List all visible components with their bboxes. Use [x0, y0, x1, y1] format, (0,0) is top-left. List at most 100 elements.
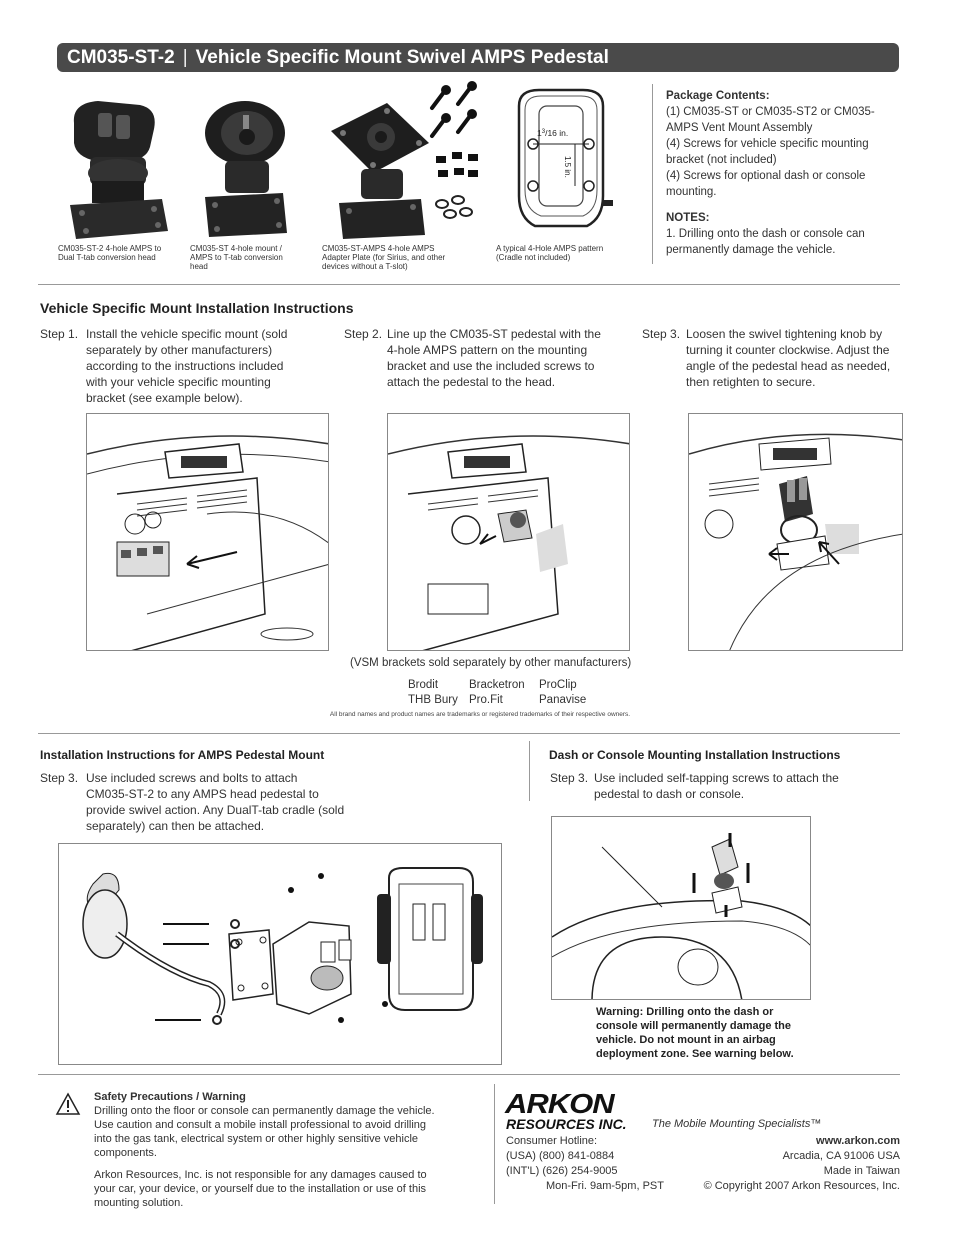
step-text: Use included screws and bolts to attach …: [86, 770, 344, 834]
step-line: provide swivel action. Any DualT-tab cra…: [86, 803, 345, 817]
brackets-note: (VSM brackets sold separately by other m…: [350, 657, 632, 669]
product-caption: A typical 4-Hole AMPS pattern (Cradle no…: [496, 244, 603, 262]
safety-line: Use caution and consult a mobile install…: [94, 1119, 427, 1131]
package-line: (4) Screws for optional dash or console: [666, 170, 866, 182]
amps-step: Step 3. Use included screws and bolts to…: [40, 770, 370, 836]
step-line: bracket (see example below).: [86, 391, 243, 405]
caption-line: head: [190, 262, 208, 271]
step-line: Use included self-tapping screws to atta…: [594, 771, 839, 785]
step-line: angle of the pedestal head as needed,: [686, 359, 891, 373]
step-line: CM035-ST-2 to any AMPS head pedestal to: [86, 787, 319, 801]
step-line: separately) can then be attached.: [86, 819, 265, 833]
address: Arcadia, CA 91006 USA: [782, 1150, 900, 1162]
divider: [38, 733, 900, 734]
dash-mount-illustration: [551, 816, 811, 1000]
brand-name: ProClip: [539, 679, 577, 691]
safety-line: Arkon Resources, Inc. is not responsible…: [94, 1169, 427, 1181]
package-line: (1) CM035-ST or CM035-ST2 or CM035-: [666, 106, 875, 118]
product-image-amps: [331, 103, 429, 239]
page-title: Vehicle Specific Mount Swivel AMPS Pedes…: [195, 46, 609, 68]
brand-name: Brodit: [408, 679, 439, 691]
package-line: AMPS Vent Mount Assembly: [666, 122, 813, 134]
step-text: Line up the CM035-ST pedestal with the 4…: [387, 326, 601, 390]
step-line: separately by other manufacturers): [86, 343, 273, 357]
product-image-st: [205, 101, 287, 237]
phone-usa: (USA) (800) 841-0884: [506, 1150, 615, 1162]
caption-line: Dual T-tab conversion head: [58, 253, 156, 262]
step-line: bracket and use the included screws to: [387, 359, 595, 373]
pattern-width-label: 13/16 in.: [537, 128, 568, 138]
vsm-step-3: Step 3. Loosen the swivel tightening kno…: [642, 326, 912, 396]
step-label: Step 2.: [344, 327, 383, 341]
model-number: CM035-ST-2: [67, 46, 175, 68]
step-line: according to the instructions included: [86, 359, 284, 373]
step-text: Loosen the swivel tightening knob by tur…: [686, 326, 890, 390]
product-caption: CM035-ST 4-hole mount / AMPS to T-tab co…: [190, 244, 283, 271]
title-separator: |: [182, 46, 188, 68]
title-banner: CM035-ST-2 | Vehicle Specific Mount Swiv…: [57, 43, 899, 72]
website-link[interactable]: www.arkon.com: [816, 1135, 900, 1147]
safety-line: components.: [94, 1147, 157, 1159]
amps-section-title: Installation Instructions for AMPS Pedes…: [40, 748, 325, 762]
package-line: bracket (not included): [666, 154, 777, 166]
safety-precautions: Safety Precautions / Warning Drilling on…: [94, 1090, 484, 1210]
contact-left: Consumer Hotline: (USA) (800) 841-0884 (…: [506, 1134, 664, 1194]
step-label: Step 3.: [40, 771, 79, 785]
caption-line: AMPS to T-tab conversion: [190, 253, 283, 262]
trademark-notice: All brand names and product names are tr…: [329, 711, 631, 718]
step-line: then retighten to secure.: [686, 375, 816, 389]
step-line: attach the pedestal to the head.: [387, 375, 556, 389]
package-heading: Package Contents:: [666, 90, 770, 102]
step-line: turning it counter clockwise. Adjust the: [686, 343, 890, 357]
copyright: © Copyright 2007 Arkon Resources, Inc.: [703, 1180, 900, 1192]
caption-line: Adapter Plate (for Sirius, and other: [322, 253, 446, 262]
warning-triangle-icon: [55, 1092, 81, 1115]
product-caption: CM035-ST-AMPS 4-hole AMPS Adapter Plate …: [322, 244, 445, 271]
notes-heading: NOTES:: [666, 212, 710, 224]
step-line: pedestal to dash or console.: [594, 787, 745, 801]
step-text: Use included self-tapping screws to atta…: [594, 770, 839, 802]
brand-name: Panavise: [539, 694, 587, 706]
tagline: The Mobile Mounting Specialists™: [652, 1118, 822, 1130]
divider: [38, 284, 900, 285]
notes-line: 1. Drilling onto the dash or console can: [666, 228, 865, 240]
divider: [494, 1084, 495, 1204]
package-line: (4) Screws for vehicle specific mounting: [666, 138, 869, 150]
caption-line: A typical 4-Hole AMPS pattern: [496, 244, 604, 253]
step-line: Install the vehicle specific mount (sold: [86, 327, 288, 341]
step-line: with your vehicle specific mounting: [86, 375, 271, 389]
product-image-st2: [70, 101, 168, 239]
caption-line: devices without a T-slot): [322, 262, 408, 271]
brand-name: Pro.Fit: [469, 694, 503, 706]
step-text: Install the vehicle specific mount (sold…: [86, 326, 287, 406]
step-label: Step 3.: [642, 327, 681, 341]
vsm-section-title: Vehicle Specific Mount Installation Inst…: [40, 300, 354, 316]
step-label: Step 1.: [40, 327, 79, 341]
divider: [38, 1074, 900, 1075]
safety-line: your car, your device, or yourself due t…: [94, 1183, 427, 1195]
made-in: Made in Taiwan: [823, 1165, 900, 1177]
step-line: Loosen the swivel tightening knob by: [686, 327, 883, 341]
caption-line: CM035-ST 4-hole mount /: [190, 244, 282, 253]
brand-list: Brodit Bracketron ProClip THB Bury Pro.F…: [408, 678, 586, 708]
hours: Mon-Fri. 9am-5pm, PST: [546, 1180, 664, 1192]
pattern-height-label: 1.5 in.: [563, 156, 572, 178]
package-contents: Package Contents: (1) CM035-ST or CM035-…: [666, 88, 896, 258]
notes-line: permanently damage the vehicle.: [666, 244, 836, 256]
caption-line: CM035-ST-2 4-hole AMPS to: [58, 244, 162, 253]
contact-right: www.arkon.com Arcadia, CA 91006 USA Made…: [660, 1134, 900, 1194]
dashboard-illustration-step-1: [86, 413, 329, 651]
step-label: Step 3.: [550, 771, 589, 785]
warning-line: console will permanently damage the: [596, 1020, 791, 1032]
caption-line: (Cradle not included): [496, 253, 571, 262]
brand-name: Bracketron: [469, 679, 525, 691]
package-line: mounting.: [666, 186, 717, 198]
dashboard-illustration-step-2: [387, 413, 630, 651]
safety-line: Drilling onto the floor or console can p…: [94, 1105, 435, 1117]
step-line: Line up the CM035-ST pedestal with the: [387, 327, 601, 341]
dashboard-illustration-step-3: [688, 413, 903, 651]
vsm-step-1: Step 1. Install the vehicle specific mou…: [40, 326, 330, 406]
divider: [529, 741, 530, 801]
dash-warning: Warning: Drilling onto the dash or conso…: [596, 1005, 794, 1061]
safety-line: mounting solution.: [94, 1197, 184, 1209]
